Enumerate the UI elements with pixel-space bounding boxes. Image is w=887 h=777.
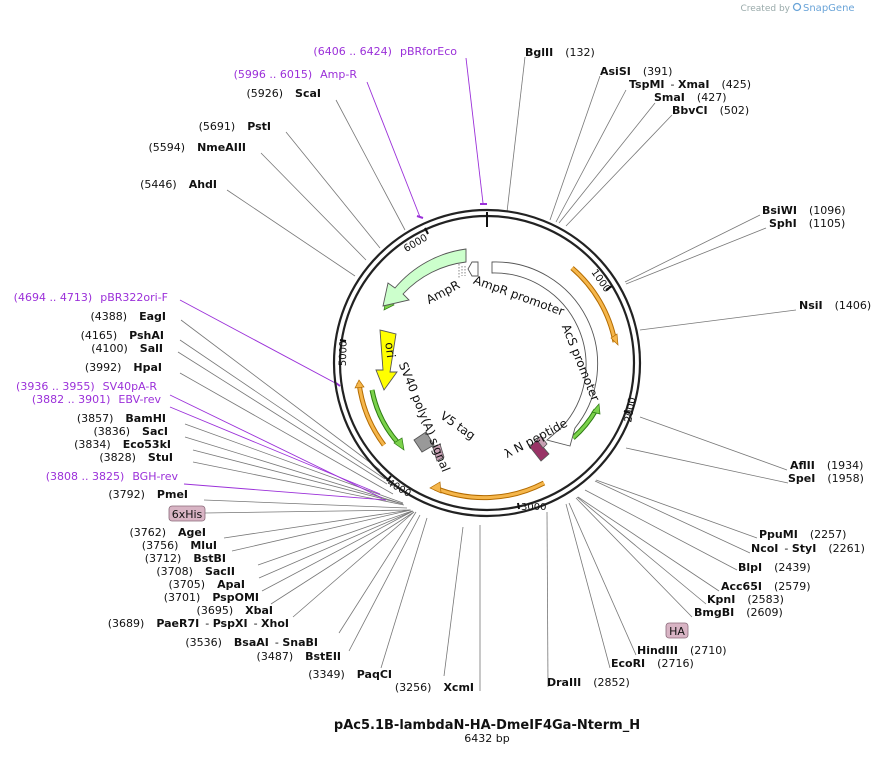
site-bamhi: (3857)BamHI [77, 412, 166, 425]
site-psti: (5691)PstI [199, 120, 271, 133]
tag-6xhis-label: 6xHis [172, 508, 203, 521]
site-bsteii: (3487)BstEII [257, 650, 341, 663]
tick-label-2000: 2000 [623, 396, 638, 423]
backbone [332, 208, 642, 518]
site-saci: (3836)SacI [93, 425, 168, 438]
primer-amp-r: (5996 .. 6015)Amp-R [234, 68, 358, 81]
site-spei: SpeI(1958) [788, 472, 864, 485]
site-paqci: (3349)PaqCI [308, 668, 392, 681]
primer-marks [335, 203, 487, 387]
site-ahdi: (5446)AhdI [140, 178, 217, 191]
snapgene-logo-icon [792, 2, 802, 12]
feature-his-marker [432, 443, 445, 462]
label-ori: ori [382, 341, 398, 358]
site-ppumi: PpuMI(2257) [759, 528, 846, 541]
site-kpni: KpnI(2583) [707, 593, 784, 606]
label-ampr: AmpR [424, 278, 462, 307]
site-sali: (4100)SalI [91, 342, 163, 355]
primer-pbrforeco: (6406 .. 6424)pBRforEco [313, 45, 457, 58]
credit-brand: SnapGene [803, 3, 855, 14]
feature-acs-promoter [491, 261, 599, 447]
site-sphi: SphI(1105) [769, 217, 845, 230]
site-bsiwi: BsiWI(1096) [762, 204, 846, 217]
site-stui: (3828)StuI [99, 451, 173, 464]
feature-ori [375, 329, 398, 391]
site-pmei: (3792)PmeI [108, 488, 188, 501]
plasmid-title: pAc5.1B-lambdaN-HA-DmeIF4Ga-Nterm_H [334, 718, 640, 733]
site-xcmi: (3256)XcmI [395, 681, 474, 694]
site-draiii: DraIII(2852) [547, 676, 630, 689]
site-hpai: (3992)HpaI [85, 361, 162, 374]
site-pspomi: (3701)PspOMI [164, 591, 259, 604]
site-aflii: AflII(1934) [790, 459, 863, 472]
primer-bgh-rev: (3808 .. 3825)BGH-rev [46, 470, 179, 483]
site-bbvci: BbvCI(502) [672, 104, 749, 117]
site-nmeaiii: (5594)NmeAIII [149, 141, 247, 154]
tag-ha-label: HA [669, 625, 685, 638]
credit-prefix: Created by [740, 4, 790, 14]
tick-label-3000: 3000 [521, 502, 546, 513]
site-sacii: (3708)SacII [156, 565, 235, 578]
tick-label-5000: 5000 [338, 341, 350, 367]
site-bglii: BglII(132) [525, 46, 595, 59]
site-labels-right: BglII(132) AsiSI(391) TspMI- XmaI(425) S… [525, 46, 871, 689]
orf-arcs [354, 266, 619, 501]
feature-v5-tag [413, 431, 435, 453]
label-v5: V5 tag [438, 409, 478, 443]
primer-ebv-rev: (3882 .. 3901)EBV-rev [32, 393, 162, 406]
primer-sv40pa-r: (3936 .. 3955)SV40pA-R [16, 380, 157, 393]
site-blpi: BlpI(2439) [738, 561, 811, 574]
site-agei: (3762)AgeI [129, 526, 206, 539]
primer-leader-lines [169, 57, 484, 501]
site-scai: (5926)ScaI [246, 87, 321, 100]
site-asisi: AsiSI(391) [600, 65, 672, 78]
site-hindiii: HindIII(2710) [637, 644, 727, 657]
feature-amp-promoter [467, 261, 479, 277]
site-ncoi: NcoI- StyI(2261) [751, 542, 865, 555]
plasmid-size: 6432 bp [464, 732, 509, 745]
site-eagi: (4388)EagI [91, 310, 166, 323]
site-smai: SmaI(427) [654, 91, 727, 104]
feature-ampr [382, 248, 467, 307]
tag-ha: HA [665, 622, 689, 639]
site-xbai: (3695)XbaI [197, 604, 273, 617]
site-bmgbi: BmgBI(2609) [694, 606, 783, 619]
credit: Created by SnapGene [740, 2, 855, 14]
site-tspmi: TspMI- XmaI(425) [629, 78, 751, 91]
site-leader-lines [177, 56, 797, 691]
site-bsaai: (3536)BsaAI- SnaBI [185, 636, 318, 649]
site-bstbi: (3712)BstBI [145, 552, 226, 565]
tag-6xhis: 6xHis [168, 505, 411, 522]
site-eco53ki: (3834)Eco53kI [74, 438, 171, 451]
site-acc65i: Acc65I(2579) [721, 580, 811, 593]
site-ecori: EcoRI(2716) [611, 657, 694, 670]
site-pshai: (4165)PshAI [81, 329, 164, 342]
site-mlui: (3756)MluI [142, 539, 217, 552]
site-labels-left: (3256)XcmI (3349)PaqCI (3487)BstEII (353… [74, 87, 474, 694]
primer-pbr322ori-f: (4694 .. 4713)pBR322ori-F [14, 291, 168, 304]
tick-label-6000: 6000 [402, 233, 430, 255]
site-nsii: NsiI(1406) [799, 299, 871, 312]
site-apai: (3705)ApaI [169, 578, 245, 591]
site-paer7i: (3689)PaeR7I- PspXI- XhoI [108, 617, 289, 630]
feature-lambda-n [529, 435, 550, 462]
primer-labels: (6406 .. 6424)pBRforEco (5996 .. 6015)Am… [14, 45, 458, 483]
